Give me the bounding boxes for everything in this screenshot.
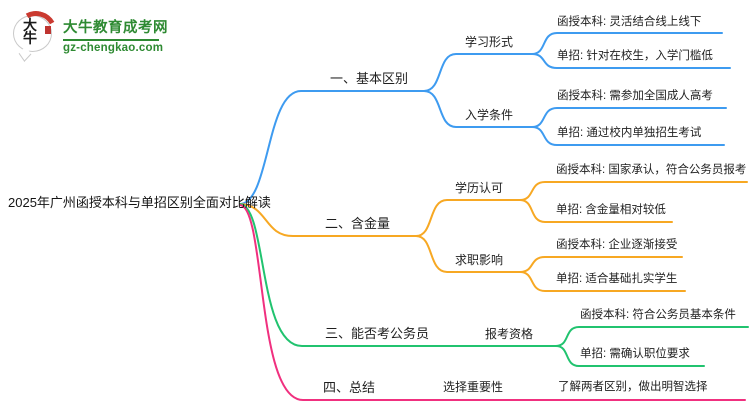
leaf-node: 函授本科: 灵活结合线上线下 xyxy=(557,16,702,28)
site-name: 大牛教育成考网 xyxy=(63,20,168,36)
connector-line xyxy=(555,326,749,347)
connector-line xyxy=(239,90,425,205)
connector-line xyxy=(239,203,417,237)
branch-2-label: 二、含金量 xyxy=(325,216,391,231)
leaf-node: 函授本科: 需参加全国成人高考 xyxy=(557,90,713,102)
branch-1-label: 一、基本区别 xyxy=(330,71,409,86)
root-topic: 2025年广州函授本科与单招区别全面对比解读 xyxy=(8,195,271,210)
connector-line xyxy=(519,181,748,201)
branch2-connectors xyxy=(239,181,748,292)
logo-icon-text: 大牛 xyxy=(23,19,37,47)
branch-3-label: 三、能否考公务员 xyxy=(325,326,430,341)
connector-line xyxy=(423,53,533,92)
connector-line xyxy=(519,271,686,292)
connector-line xyxy=(415,235,521,273)
connector-line xyxy=(415,199,521,237)
leaf-node: 函授本科: 国家承认，符合公务员报考 xyxy=(556,164,747,176)
leaf-node: 函授本科: 符合公务员基本条件 xyxy=(580,309,736,321)
connector-line xyxy=(239,204,746,401)
connector-line xyxy=(531,126,725,146)
branch-1-sub-2-label: 入学条件 xyxy=(465,108,514,122)
leaf-node: 了解两者区别，做出明智选择 xyxy=(558,381,708,393)
branch-2-sub-1-label: 学历认可 xyxy=(455,181,504,195)
leaf-node: 单招: 含金量相对较低 xyxy=(556,204,666,216)
branch1-connectors xyxy=(239,32,731,205)
branch-4-sub-1-label: 选择重要性 xyxy=(443,380,504,394)
branch4-connectors xyxy=(239,204,746,401)
connector-line xyxy=(239,203,557,347)
connector-line xyxy=(555,345,705,367)
logo-divider xyxy=(63,39,159,41)
branch-3-sub-1-label: 报考资格 xyxy=(485,327,534,341)
connector-line xyxy=(531,107,727,128)
site-domain: gz-chengkao.com xyxy=(63,42,164,54)
branch3-connectors xyxy=(239,203,749,367)
leaf-node: 函授本科: 企业逐渐接受 xyxy=(556,239,678,251)
branch-1-sub-1-label: 学习形式 xyxy=(465,35,514,49)
leaf-node: 单招: 针对在校生，入学门槛低 xyxy=(557,50,713,62)
site-logo: 大牛 大牛教育成考网 gz-chengkao.com xyxy=(10,6,168,62)
connector-line xyxy=(531,53,731,69)
branch-4-label: 四、总结 xyxy=(323,380,376,395)
leaf-node: 单招: 需确认职位要求 xyxy=(580,348,690,360)
connector-line xyxy=(519,199,673,223)
connector-line xyxy=(519,256,683,273)
branch-2-sub-2-label: 求职影响 xyxy=(455,253,504,267)
connector-line xyxy=(423,90,533,128)
logo-text-block: 大牛教育成考网 gz-chengkao.com xyxy=(63,11,168,54)
daniu-bubble-logo-icon: 大牛 xyxy=(10,6,62,62)
connector-line xyxy=(531,32,723,55)
leaf-node: 单招: 通过校内单独招生考试 xyxy=(557,127,702,139)
red-seal-shape xyxy=(45,26,51,34)
leaf-node: 单招: 适合基础扎实学生 xyxy=(556,273,678,285)
